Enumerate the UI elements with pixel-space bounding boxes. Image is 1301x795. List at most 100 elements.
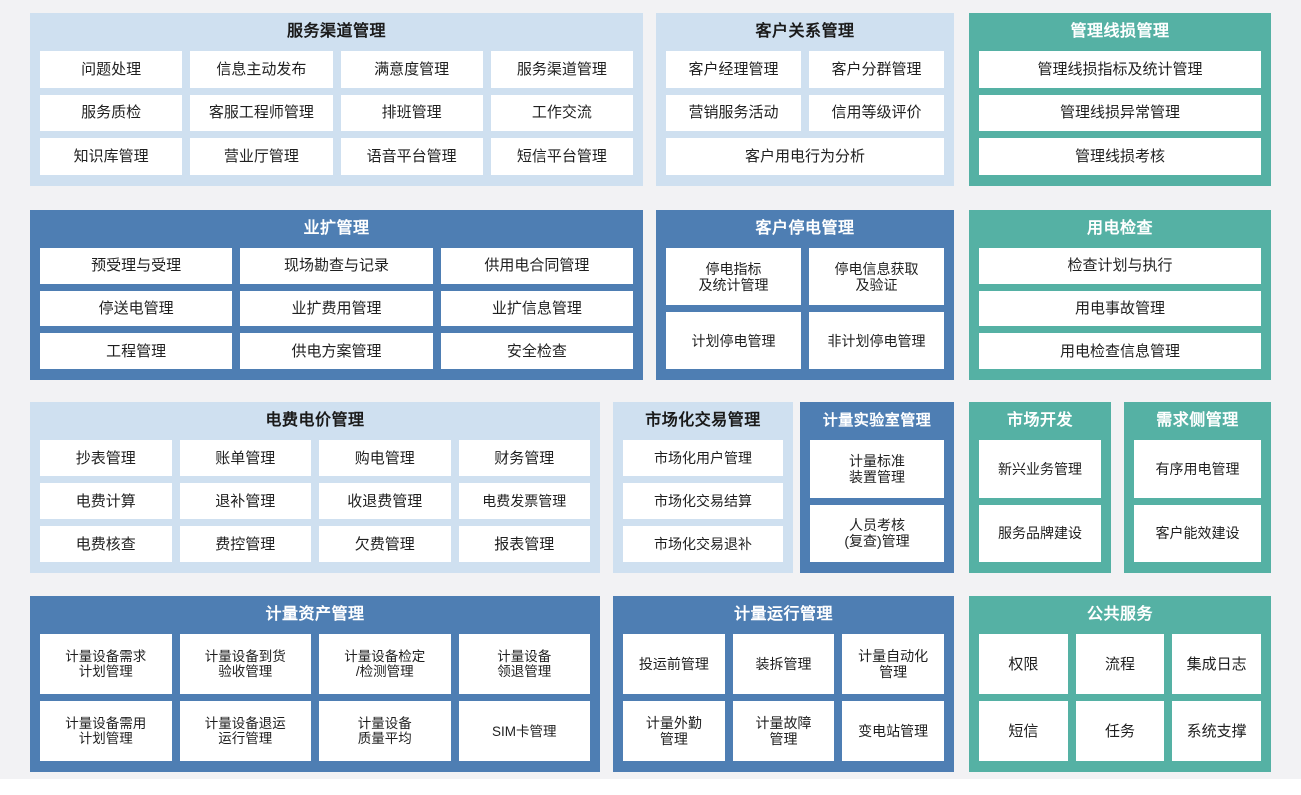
panel-customer-relationship-management[interactable]: 客户关系管理 客户经理管理 客户分群管理 营销服务活动 信用等级评价 客户用电行… (656, 13, 954, 186)
item-cell[interactable]: 服务质检 (40, 94, 183, 132)
item-cell[interactable]: SIM卡管理 (458, 701, 590, 761)
item-cell[interactable]: 停电指标 及统计管理 (666, 248, 801, 305)
item-cell[interactable]: 有序用电管理 (1134, 440, 1261, 498)
panel-electricity-inspection[interactable]: 用电检查 检查计划与执行 用电事故管理 用电检查信息管理 (969, 210, 1271, 380)
item-cell[interactable]: 业扩信息管理 (440, 290, 633, 327)
panel-customer-outage-management[interactable]: 客户停电管理 停电指标 及统计管理 停电信息获取 及验证 计划停电管理 非计划停… (656, 210, 954, 380)
item-cell[interactable]: 营销服务活动 (666, 94, 801, 132)
panel-items: 管理线损指标及统计管理 管理线损异常管理 管理线损考核 (979, 51, 1261, 175)
panel-business-expansion-management[interactable]: 业扩管理 预受理与受理 现场勘查与记录 供用电合同管理 停送电管理 业扩费用管理… (30, 210, 643, 380)
item-cell[interactable]: 新兴业务管理 (979, 440, 1101, 498)
item-cell[interactable]: 短信 (979, 701, 1068, 761)
item-cell[interactable]: 变电站管理 (842, 701, 944, 761)
item-cell[interactable]: 客户经理管理 (666, 51, 801, 88)
item-cell[interactable]: 人员考核 (复查)管理 (810, 504, 944, 562)
item-cell[interactable]: 计量设备 质量平均 (319, 701, 451, 761)
item-cell[interactable]: 计量设备需用 计划管理 (40, 701, 172, 761)
panel-title: 市场化交易管理 (645, 412, 761, 429)
item-cell[interactable]: 报表管理 (458, 526, 590, 562)
item-cell[interactable]: 客户分群管理 (809, 51, 944, 88)
item-cell[interactable]: 现场勘查与记录 (240, 248, 433, 284)
item-cell[interactable]: 市场化交易结算 (623, 483, 783, 519)
panel-management-line-loss-management[interactable]: 管理线损管理 管理线损指标及统计管理 管理线损异常管理 管理线损考核 (969, 13, 1271, 186)
item-cell[interactable]: 抄表管理 (40, 440, 172, 476)
item-cell[interactable]: 用电检查信息管理 (979, 333, 1261, 369)
item-cell[interactable]: 检查计划与执行 (979, 248, 1261, 284)
item-cell[interactable]: 停送电管理 (40, 290, 233, 327)
item-cell[interactable]: 服务渠道管理 (490, 51, 633, 88)
item-cell[interactable]: 供电方案管理 (240, 333, 433, 369)
item-cell[interactable]: 电费核查 (40, 526, 172, 562)
panel-items: 投运前管理 装拆管理 计量自动化 管理 计量外勤 管理 计量故障 管理 变电站管… (623, 634, 944, 761)
item-cell[interactable]: 计量标准 装置管理 (810, 440, 944, 498)
item-cell[interactable]: 退补管理 (179, 483, 311, 519)
item-cell[interactable]: 问题处理 (40, 51, 183, 88)
item-cell[interactable]: 语音平台管理 (340, 138, 483, 175)
item-cell[interactable]: 排班管理 (340, 94, 483, 132)
item-cell[interactable]: 供用电合同管理 (440, 248, 633, 284)
item-cell[interactable]: 投运前管理 (623, 634, 725, 694)
item-cell[interactable]: 财务管理 (458, 440, 590, 476)
item-cell[interactable]: 计量设备到货 验收管理 (179, 634, 311, 694)
panel-items: 预受理与受理 现场勘查与记录 供用电合同管理 停送电管理 业扩费用管理 业扩信息… (40, 248, 633, 369)
item-cell[interactable]: 系统支撑 (1172, 701, 1261, 761)
panel-market-transaction-management[interactable]: 市场化交易管理 市场化用户管理 市场化交易结算 市场化交易退补 (613, 402, 793, 573)
item-cell[interactable]: 欠费管理 (319, 526, 451, 562)
panel-items: 客户经理管理 客户分群管理 营销服务活动 信用等级评价 客户用电行为分析 (666, 51, 944, 175)
item-cell[interactable]: 计量设备检定 /检测管理 (319, 634, 451, 694)
item-cell[interactable]: 信用等级评价 (809, 94, 944, 132)
item-cell[interactable]: 电费发票管理 (458, 483, 590, 519)
item-cell[interactable]: 知识库管理 (40, 138, 183, 175)
item-cell[interactable]: 任务 (1075, 701, 1165, 761)
item-cell[interactable]: 业扩费用管理 (240, 290, 433, 327)
item-cell[interactable]: 市场化用户管理 (623, 440, 783, 476)
item-cell[interactable]: 管理线损异常管理 (979, 94, 1261, 132)
item-cell[interactable]: 预受理与受理 (40, 248, 233, 284)
item-cell[interactable]: 客户用电行为分析 (666, 138, 944, 175)
item-cell[interactable]: 满意度管理 (340, 51, 483, 88)
item-cell[interactable]: 安全检查 (440, 333, 633, 369)
item-cell[interactable]: 短信平台管理 (490, 138, 633, 175)
item-cell[interactable]: 管理线损指标及统计管理 (979, 51, 1261, 88)
item-cell[interactable]: 电费计算 (40, 483, 172, 519)
panel-metering-operation-management[interactable]: 计量运行管理 投运前管理 装拆管理 计量自动化 管理 计量外勤 管理 计量故障 … (613, 596, 954, 772)
panel-title: 管理线损管理 (1070, 23, 1170, 40)
item-cell[interactable]: 信息主动发布 (190, 51, 333, 88)
item-cell[interactable]: 计量设备需求 计划管理 (40, 634, 172, 694)
item-cell[interactable]: 市场化交易退补 (623, 526, 783, 562)
item-cell[interactable]: 停电信息获取 及验证 (809, 248, 944, 305)
item-cell[interactable]: 计划停电管理 (666, 312, 801, 369)
item-cell[interactable]: 计量外勤 管理 (623, 701, 725, 761)
item-cell[interactable]: 工程管理 (40, 333, 233, 369)
item-cell[interactable]: 用电事故管理 (979, 290, 1261, 327)
item-cell[interactable]: 计量故障 管理 (732, 701, 835, 761)
item-cell[interactable]: 非计划停电管理 (809, 312, 944, 369)
panel-electricity-fee-price-management[interactable]: 电费电价管理 抄表管理 账单管理 购电管理 财务管理 电费计算 退补管理 收退费… (30, 402, 600, 573)
panel-title: 服务渠道管理 (286, 23, 386, 40)
item-cell[interactable]: 装拆管理 (732, 634, 835, 694)
item-cell[interactable]: 计量设备退运 运行管理 (179, 701, 311, 761)
panel-market-development[interactable]: 市场开发 新兴业务管理 服务品牌建设 (969, 402, 1111, 573)
panel-metering-asset-management[interactable]: 计量资产管理 计量设备需求 计划管理 计量设备到货 验收管理 计量设备检定 /检… (30, 596, 600, 772)
item-cell[interactable]: 营业厅管理 (190, 138, 333, 175)
item-cell[interactable]: 客服工程师管理 (190, 94, 333, 132)
item-cell[interactable]: 管理线损考核 (979, 138, 1261, 175)
panel-items: 权限 流程 集成日志 短信 任务 系统支撑 (979, 634, 1261, 761)
panel-items: 新兴业务管理 服务品牌建设 (979, 440, 1101, 562)
item-cell[interactable]: 计量设备 领退管理 (458, 634, 590, 694)
item-cell[interactable]: 工作交流 (490, 94, 633, 132)
item-cell[interactable]: 计量自动化 管理 (842, 634, 944, 694)
item-cell[interactable]: 服务品牌建设 (979, 504, 1101, 562)
panel-metering-laboratory-management[interactable]: 计量实验室管理 计量标准 装置管理 人员考核 (复查)管理 (800, 402, 954, 573)
item-cell[interactable]: 账单管理 (179, 440, 311, 476)
item-cell[interactable]: 集成日志 (1172, 634, 1261, 694)
item-cell[interactable]: 费控管理 (179, 526, 311, 562)
item-cell[interactable]: 客户能效建设 (1134, 504, 1261, 562)
item-cell[interactable]: 购电管理 (319, 440, 451, 476)
panel-public-service[interactable]: 公共服务 权限 流程 集成日志 短信 任务 系统支撑 (969, 596, 1271, 772)
panel-service-channel-management[interactable]: 服务渠道管理 问题处理 信息主动发布 满意度管理 服务渠道管理 服务质检 客服工… (30, 13, 643, 186)
item-cell[interactable]: 流程 (1075, 634, 1165, 694)
item-cell[interactable]: 权限 (979, 634, 1068, 694)
item-cell[interactable]: 收退费管理 (319, 483, 451, 519)
panel-demand-side-management[interactable]: 需求侧管理 有序用电管理 客户能效建设 (1124, 402, 1271, 573)
